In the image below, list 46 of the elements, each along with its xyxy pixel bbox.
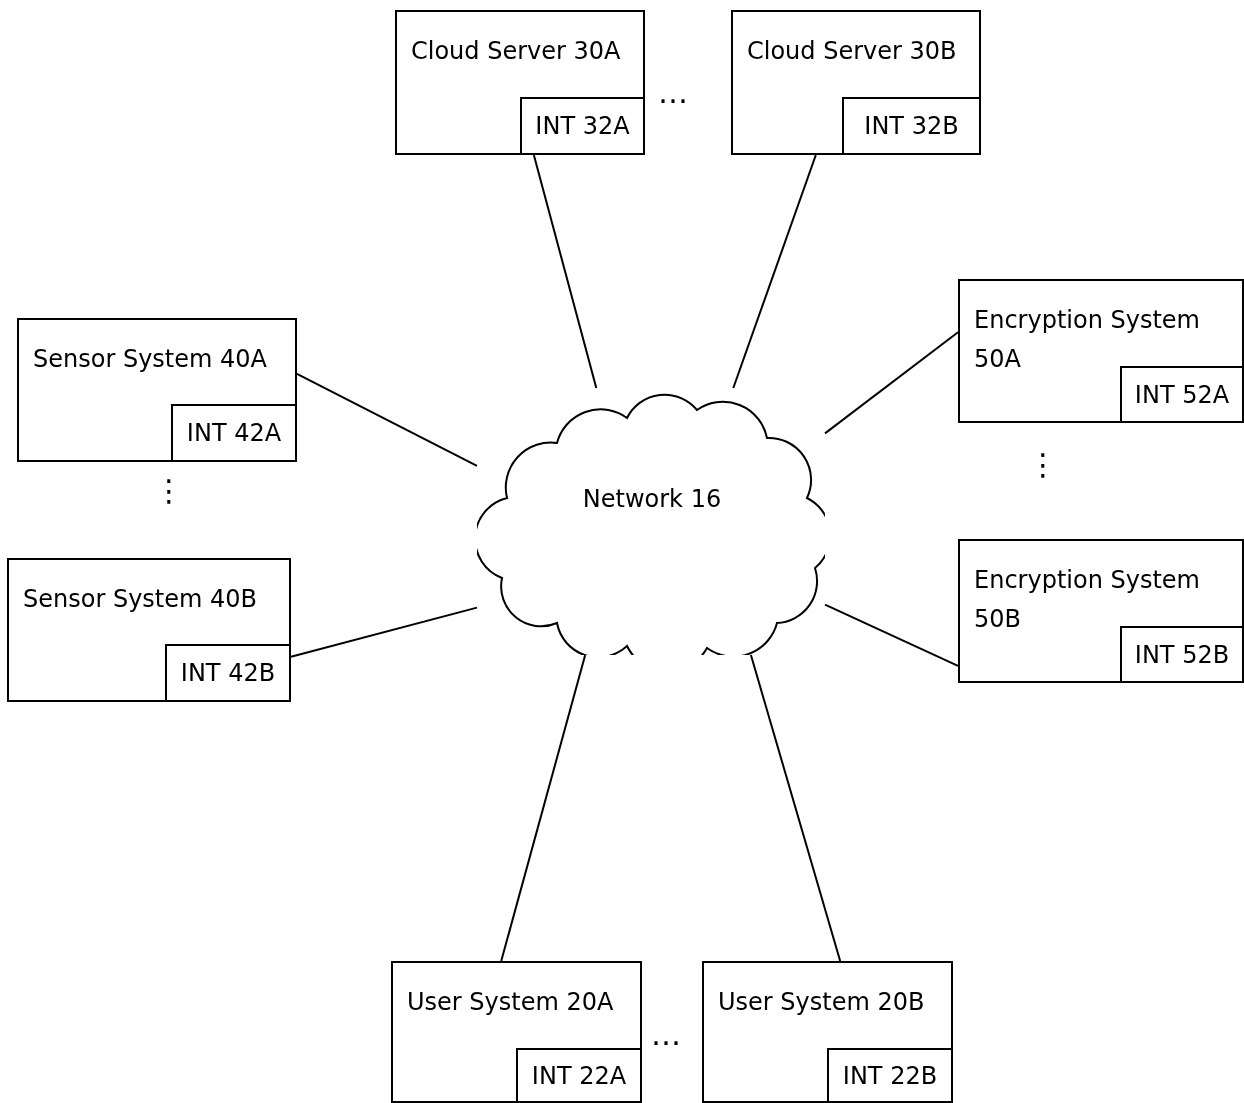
interface-box (842, 97, 981, 155)
system-label: User System 20B (718, 987, 926, 1018)
ellipsis-mark: ⋮ (154, 476, 184, 506)
system-box (7, 558, 291, 702)
interface-box (1120, 366, 1244, 423)
system-box (958, 539, 1244, 683)
interface-label: INT 22A (530, 1060, 628, 1092)
connection-line (749, 654, 842, 962)
interface-box (827, 1048, 953, 1103)
system-label: Encryption System 50A (974, 305, 1201, 375)
interface-label: INT 42B (179, 658, 277, 689)
system-box (702, 961, 953, 1103)
connection-line (500, 654, 587, 962)
system-box (958, 279, 1244, 423)
ellipsis-mark: ⋮ (1028, 450, 1058, 480)
ellipsis-mark: … (658, 78, 688, 108)
system-label: User System 20A (407, 987, 615, 1018)
connection-line (732, 154, 817, 389)
system-label: Cloud Server 30A (411, 36, 622, 67)
interface-box (1120, 626, 1244, 683)
interface-box (171, 404, 297, 462)
connection-line (532, 154, 598, 389)
connection-line (296, 372, 478, 467)
system-box (731, 10, 981, 155)
interface-label: INT 32A (534, 111, 631, 142)
connection-line (824, 603, 959, 667)
interface-label: INT 32B (863, 111, 960, 142)
network-cloud (477, 393, 825, 655)
interface-box (516, 1048, 642, 1103)
interface-box (520, 97, 645, 155)
system-label: Cloud Server 30B (747, 36, 958, 67)
interface-label: INT 42A (185, 418, 283, 449)
interface-label: INT 52A (1133, 379, 1231, 411)
system-box (391, 961, 642, 1103)
network-label: Network 16 (581, 484, 723, 515)
system-box (17, 318, 297, 462)
system-label: Encryption System 50B (974, 565, 1201, 635)
ellipsis-mark: … (651, 1020, 681, 1050)
system-box (395, 10, 645, 155)
system-label: Sensor System 40B (23, 584, 259, 615)
system-label: Sensor System 40A (33, 344, 268, 375)
interface-label: INT 22B (841, 1060, 939, 1092)
connection-line (824, 331, 959, 435)
connection-line (290, 606, 478, 658)
interface-label: INT 52B (1133, 639, 1231, 671)
interface-box (165, 644, 291, 702)
